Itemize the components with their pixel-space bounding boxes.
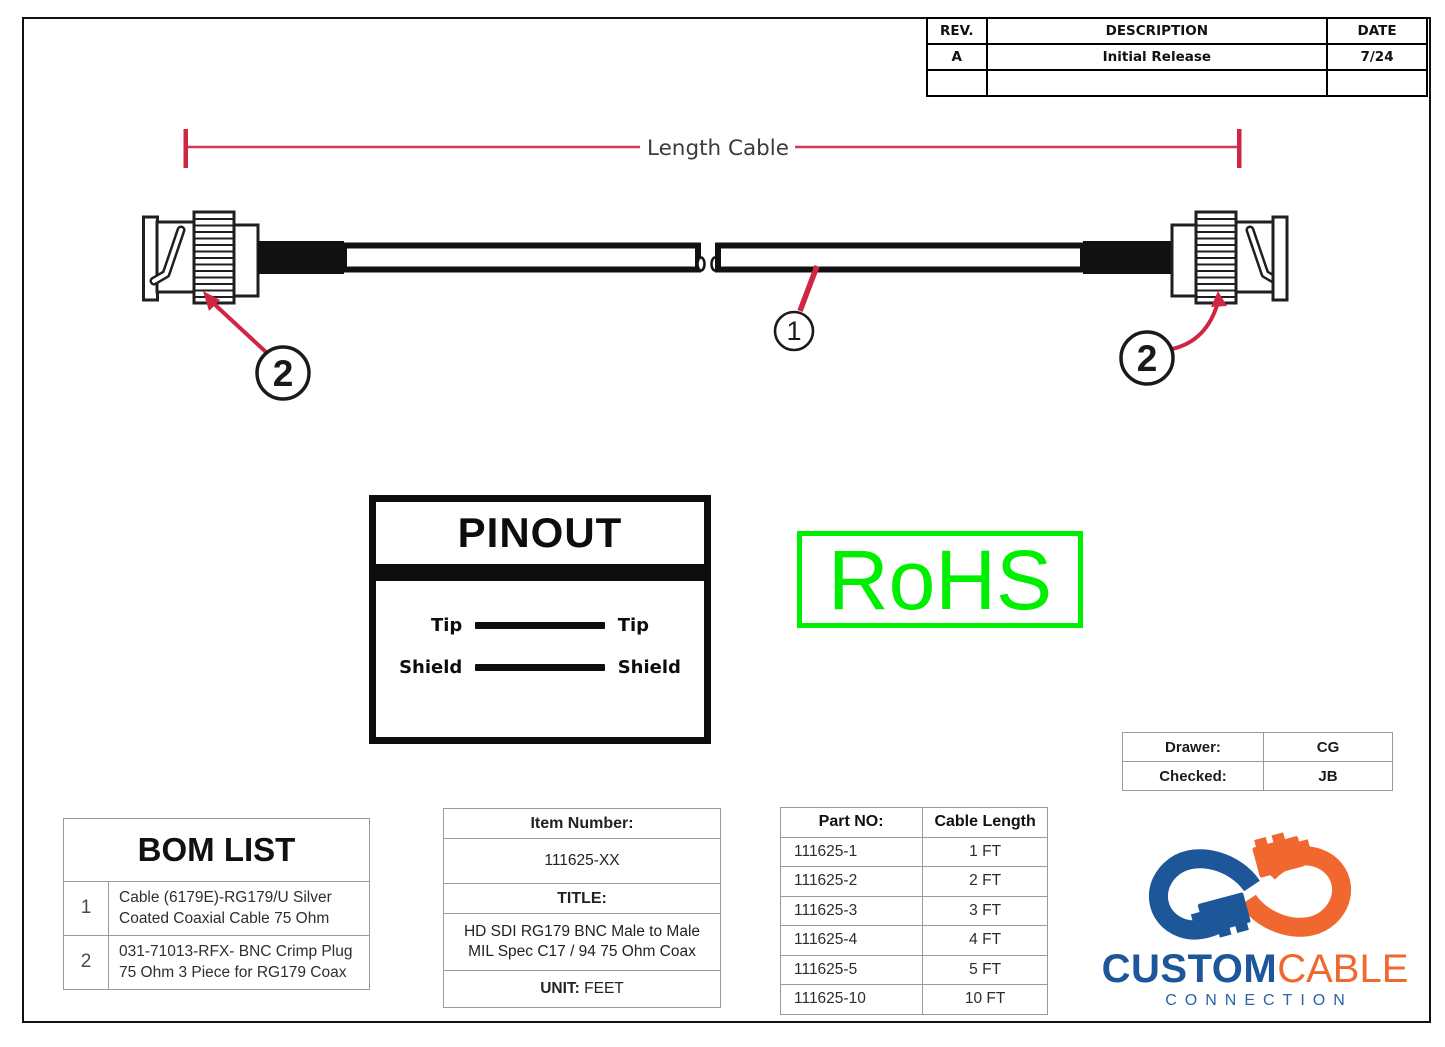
leader-arrow-left: [203, 291, 220, 311]
checked-value: JB: [1262, 761, 1394, 791]
cable-length: 3 FT: [922, 895, 1048, 926]
approval-table: Drawer: CG Checked: JB: [1122, 732, 1394, 791]
bom-item-description: 031-71013-RFX- BNC Crimp Plug 75 Ohm 3 P…: [108, 934, 370, 990]
parts-row: 111625-4 4 FT: [779, 925, 1048, 956]
logo-plug-blue: [1190, 892, 1251, 938]
drawer-value: CG: [1262, 732, 1394, 762]
title-label: TITLE:: [443, 883, 721, 914]
rev-header: REV.: [926, 17, 988, 45]
parts-row: 111625-3 3 FT: [779, 895, 1048, 926]
parts-row: 111625-1 1 FT: [779, 836, 1048, 867]
callout-cable: 1: [773, 265, 820, 352]
parts-header-row: Part NO: Cable Length: [779, 807, 1048, 838]
item-number-value: 111625-XX: [443, 838, 721, 884]
part-number: 111625-10: [779, 984, 924, 1015]
checked-label: Checked:: [1122, 761, 1264, 791]
cable-break-icon: [696, 256, 706, 272]
callout-connector-right: 2: [1119, 291, 1227, 386]
bom-row: 2 031-71013-RFX- BNC Crimp Plug 75 Ohm 3…: [63, 934, 370, 990]
pinout-row-tip: Tip Tip: [376, 615, 704, 636]
logo-plug-orange: [1252, 832, 1313, 878]
part-number: 111625-4: [779, 925, 924, 956]
callout-right-number: 2: [1137, 338, 1158, 379]
parts-row: 111625-10 10 FT: [779, 984, 1048, 1015]
dimension-label: Length Cable: [647, 136, 789, 161]
revision-row-empty: [926, 69, 1428, 97]
unit-row: UNIT: FEET: [443, 970, 721, 1008]
bnc-connector-left: [142, 210, 260, 305]
part-number: 111625-1: [779, 836, 924, 867]
bnc-connector-right: [1170, 210, 1289, 305]
cable-jacket-right: [1083, 241, 1172, 274]
part-number-table: Part NO: Cable Length 111625-1 1 FT 1116…: [779, 807, 1048, 1015]
title-value: HD SDI RG179 BNC Male to Male MIL Spec C…: [443, 913, 721, 971]
cable-jacket-left: [258, 241, 344, 274]
revision-table: REV. DESCRIPTION DATE A Initial Release …: [926, 17, 1428, 97]
pinout-tip-left: Tip: [430, 615, 463, 636]
company-logo-icon: [1149, 832, 1351, 940]
bom-table: BOM LIST 1 Cable (6179E)-RG179/U Silver …: [63, 818, 370, 990]
pinout-shield-right: Shield: [617, 657, 681, 678]
sheet-border: [22, 17, 1431, 1023]
drawer-label: Drawer:: [1122, 732, 1264, 762]
bom-item-number: 2: [63, 934, 109, 990]
checked-row: Checked: JB: [1122, 761, 1394, 791]
part-number: 111625-3: [779, 895, 924, 926]
cable-length: 1 FT: [922, 836, 1048, 867]
parts-row: 111625-5 5 FT: [779, 954, 1048, 985]
item-number-label: Item Number:: [443, 808, 721, 839]
pinout-shield-left: Shield: [399, 657, 463, 678]
pinout-title: PINOUT: [457, 509, 623, 556]
length-dimension: Length Cable: [183, 129, 1242, 168]
logo-word-custom: CUSTOM: [1101, 947, 1278, 991]
logo-wordmark: CUSTOMCABLE: [1085, 948, 1425, 990]
date-empty: [1326, 69, 1428, 97]
bom-item-number: 1: [63, 881, 109, 936]
part-no-header: Part NO:: [779, 807, 924, 838]
coax-cable: [258, 241, 1172, 274]
date-header: DATE: [1326, 17, 1428, 45]
cable-length-header: Cable Length: [922, 807, 1048, 838]
cable-length: 2 FT: [922, 866, 1048, 897]
callout-cable-number: 1: [786, 316, 801, 346]
cable-assembly-drawing: Length Cable: [142, 129, 1289, 401]
revision-row: A Initial Release 7/24: [926, 43, 1428, 71]
pinout-row-shield: Shield Shield: [376, 657, 704, 678]
revision-header-row: REV. DESCRIPTION DATE: [926, 17, 1428, 45]
pinout-divider: [376, 564, 704, 581]
rev-value: A: [926, 43, 988, 71]
pinout-box: PINOUT Tip Tip Shield Shield: [369, 495, 711, 744]
description-empty: [985, 69, 1329, 97]
part-number: 111625-2: [779, 866, 924, 897]
tip-wire: [475, 622, 605, 629]
shield-wire: [475, 664, 605, 671]
cable-length: 10 FT: [922, 984, 1048, 1015]
rohs-badge: RoHS: [797, 531, 1083, 628]
description-value: Initial Release: [985, 43, 1329, 71]
callout-connector-left: 2: [203, 291, 311, 401]
bom-title: BOM LIST: [63, 818, 370, 882]
callout-left-number: 2: [273, 353, 294, 394]
cable-length: 4 FT: [922, 925, 1048, 956]
part-number: 111625-5: [779, 954, 924, 985]
item-info-block: Item Number: 111625-XX TITLE: HD SDI RG1…: [443, 808, 721, 1008]
parts-row: 111625-2 2 FT: [779, 866, 1048, 897]
logo-word-connection: CONNECTION: [1165, 992, 1353, 1009]
unit-value: FEET: [584, 980, 624, 997]
cable-length: 5 FT: [922, 954, 1048, 985]
bom-item-description: Cable (6179E)-RG179/U Silver Coated Coax…: [108, 881, 370, 936]
rev-empty: [926, 69, 988, 97]
description-header: DESCRIPTION: [985, 17, 1329, 45]
leader-arrow-right: [1211, 291, 1227, 307]
unit-label: UNIT:: [540, 980, 580, 997]
bom-row: 1 Cable (6179E)-RG179/U Silver Coated Co…: [63, 881, 370, 936]
logo-word-cable: CABLE: [1277, 947, 1409, 991]
drawer-row: Drawer: CG: [1122, 732, 1394, 762]
date-value: 7/24: [1326, 43, 1428, 71]
pinout-tip-right: Tip: [617, 615, 650, 636]
